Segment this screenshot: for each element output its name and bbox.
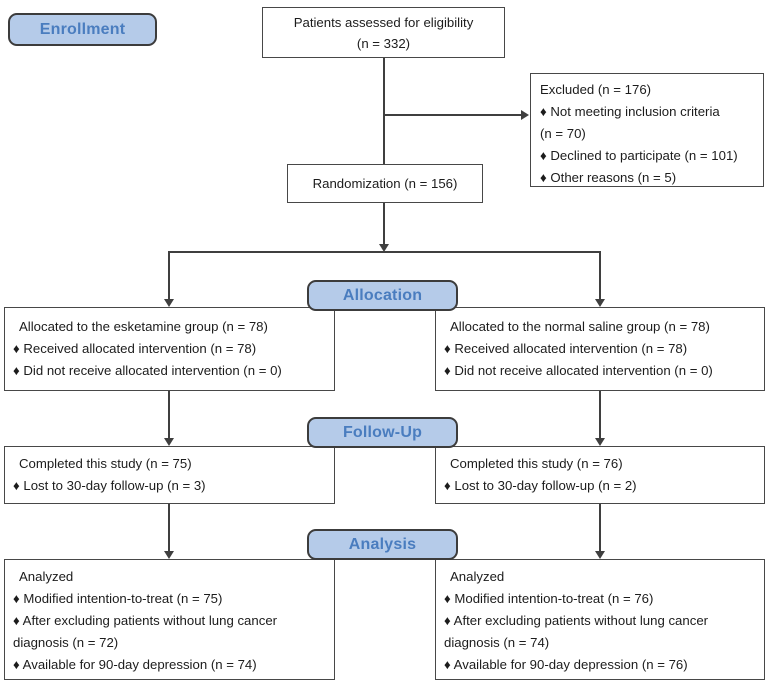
box-line: ♦ Did not receive allocated intervention… [13, 363, 282, 378]
connector-branch-right-drop [599, 251, 601, 299]
box-line: Allocated to the normal saline group (n … [450, 319, 710, 334]
box-line: Patients assessed for eligibility [293, 14, 474, 30]
arrowhead-down-allocation-right-icon [595, 299, 605, 307]
connector-eligibility-randomization [383, 57, 385, 165]
box-line: Analyzed [450, 569, 505, 584]
box-line: ♦ Lost to 30-day follow-up (n = 3) [13, 478, 206, 493]
randomization-box: Randomization (n = 156) [287, 164, 483, 203]
stage-label-allocation: Allocation [307, 280, 458, 311]
box-line: Completed this study (n = 75) [19, 456, 192, 471]
stage-label-analysis: Analysis [307, 529, 458, 560]
box-line: ♦ After excluding patients without lung … [444, 613, 709, 650]
connector-branch-horizontal [168, 251, 601, 253]
connector-followup-analysis-right [599, 503, 601, 551]
eligibility-box: Patients assessed for eligibility (n = 3… [262, 7, 505, 58]
arrowhead-down-branch-icon [379, 244, 389, 252]
arrowhead-down-allocation-left-icon [164, 299, 174, 307]
connector-followup-analysis-left [168, 503, 170, 551]
box-line: Analyzed [19, 569, 74, 584]
stage-label-enrollment: Enrollment [8, 13, 157, 46]
allocation-left-box: Allocated to the esketamine group (n = 7… [4, 307, 335, 391]
box-line: ♦ Modified intention-to-treat (n = 76) [444, 591, 654, 606]
box-line: ♦ Declined to participate (n = 101) [540, 148, 738, 163]
box-line: Allocated to the esketamine group (n = 7… [19, 319, 268, 334]
connector-allocation-followup-left [168, 390, 170, 438]
analysis-left-box: Analyzed ♦ Modified intention-to-treat (… [4, 559, 335, 680]
stage-label-follow-up: Follow-Up [307, 417, 458, 448]
arrowhead-down-analysis-left-icon [164, 551, 174, 559]
box-line: Randomization (n = 156) [312, 176, 458, 191]
box-line: Excluded (n = 176) [540, 82, 652, 97]
box-line: (n = 332) [356, 35, 411, 51]
box-line: ♦ Available for 90-day depression (n = 7… [13, 657, 257, 672]
allocation-right-box: Allocated to the normal saline group (n … [435, 307, 765, 391]
connector-branch-left-drop [168, 251, 170, 299]
connector-allocation-followup-right [599, 390, 601, 438]
box-line: ♦ Lost to 30-day follow-up (n = 2) [444, 478, 637, 493]
arrowhead-right-excluded-icon [521, 110, 529, 120]
excluded-box: Excluded (n = 176) ♦ Not meeting inclusi… [530, 73, 764, 187]
followup-right-box: Completed this study (n = 76) ♦ Lost to … [435, 446, 765, 504]
box-line: ♦ Available for 90-day depression (n = 7… [444, 657, 688, 672]
box-line: ♦ After excluding patients without lung … [13, 613, 278, 650]
box-line: ♦ Did not receive allocated intervention… [444, 363, 713, 378]
box-line: ♦ Not meeting inclusion criteria (n = 70… [540, 104, 720, 141]
box-line: ♦ Other reasons (n = 5) [540, 170, 677, 185]
arrowhead-down-analysis-right-icon [595, 551, 605, 559]
box-line: ♦ Received allocated intervention (n = 7… [444, 341, 688, 356]
arrowhead-down-followup-right-icon [595, 438, 605, 446]
box-line: ♦ Received allocated intervention (n = 7… [13, 341, 257, 356]
box-line: Completed this study (n = 76) [450, 456, 623, 471]
box-line: ♦ Modified intention-to-treat (n = 75) [13, 591, 223, 606]
connector-to-excluded [383, 114, 521, 116]
connector-randomization-branch [383, 203, 385, 245]
analysis-right-box: Analyzed ♦ Modified intention-to-treat (… [435, 559, 765, 680]
arrowhead-down-followup-left-icon [164, 438, 174, 446]
followup-left-box: Completed this study (n = 75) ♦ Lost to … [4, 446, 335, 504]
